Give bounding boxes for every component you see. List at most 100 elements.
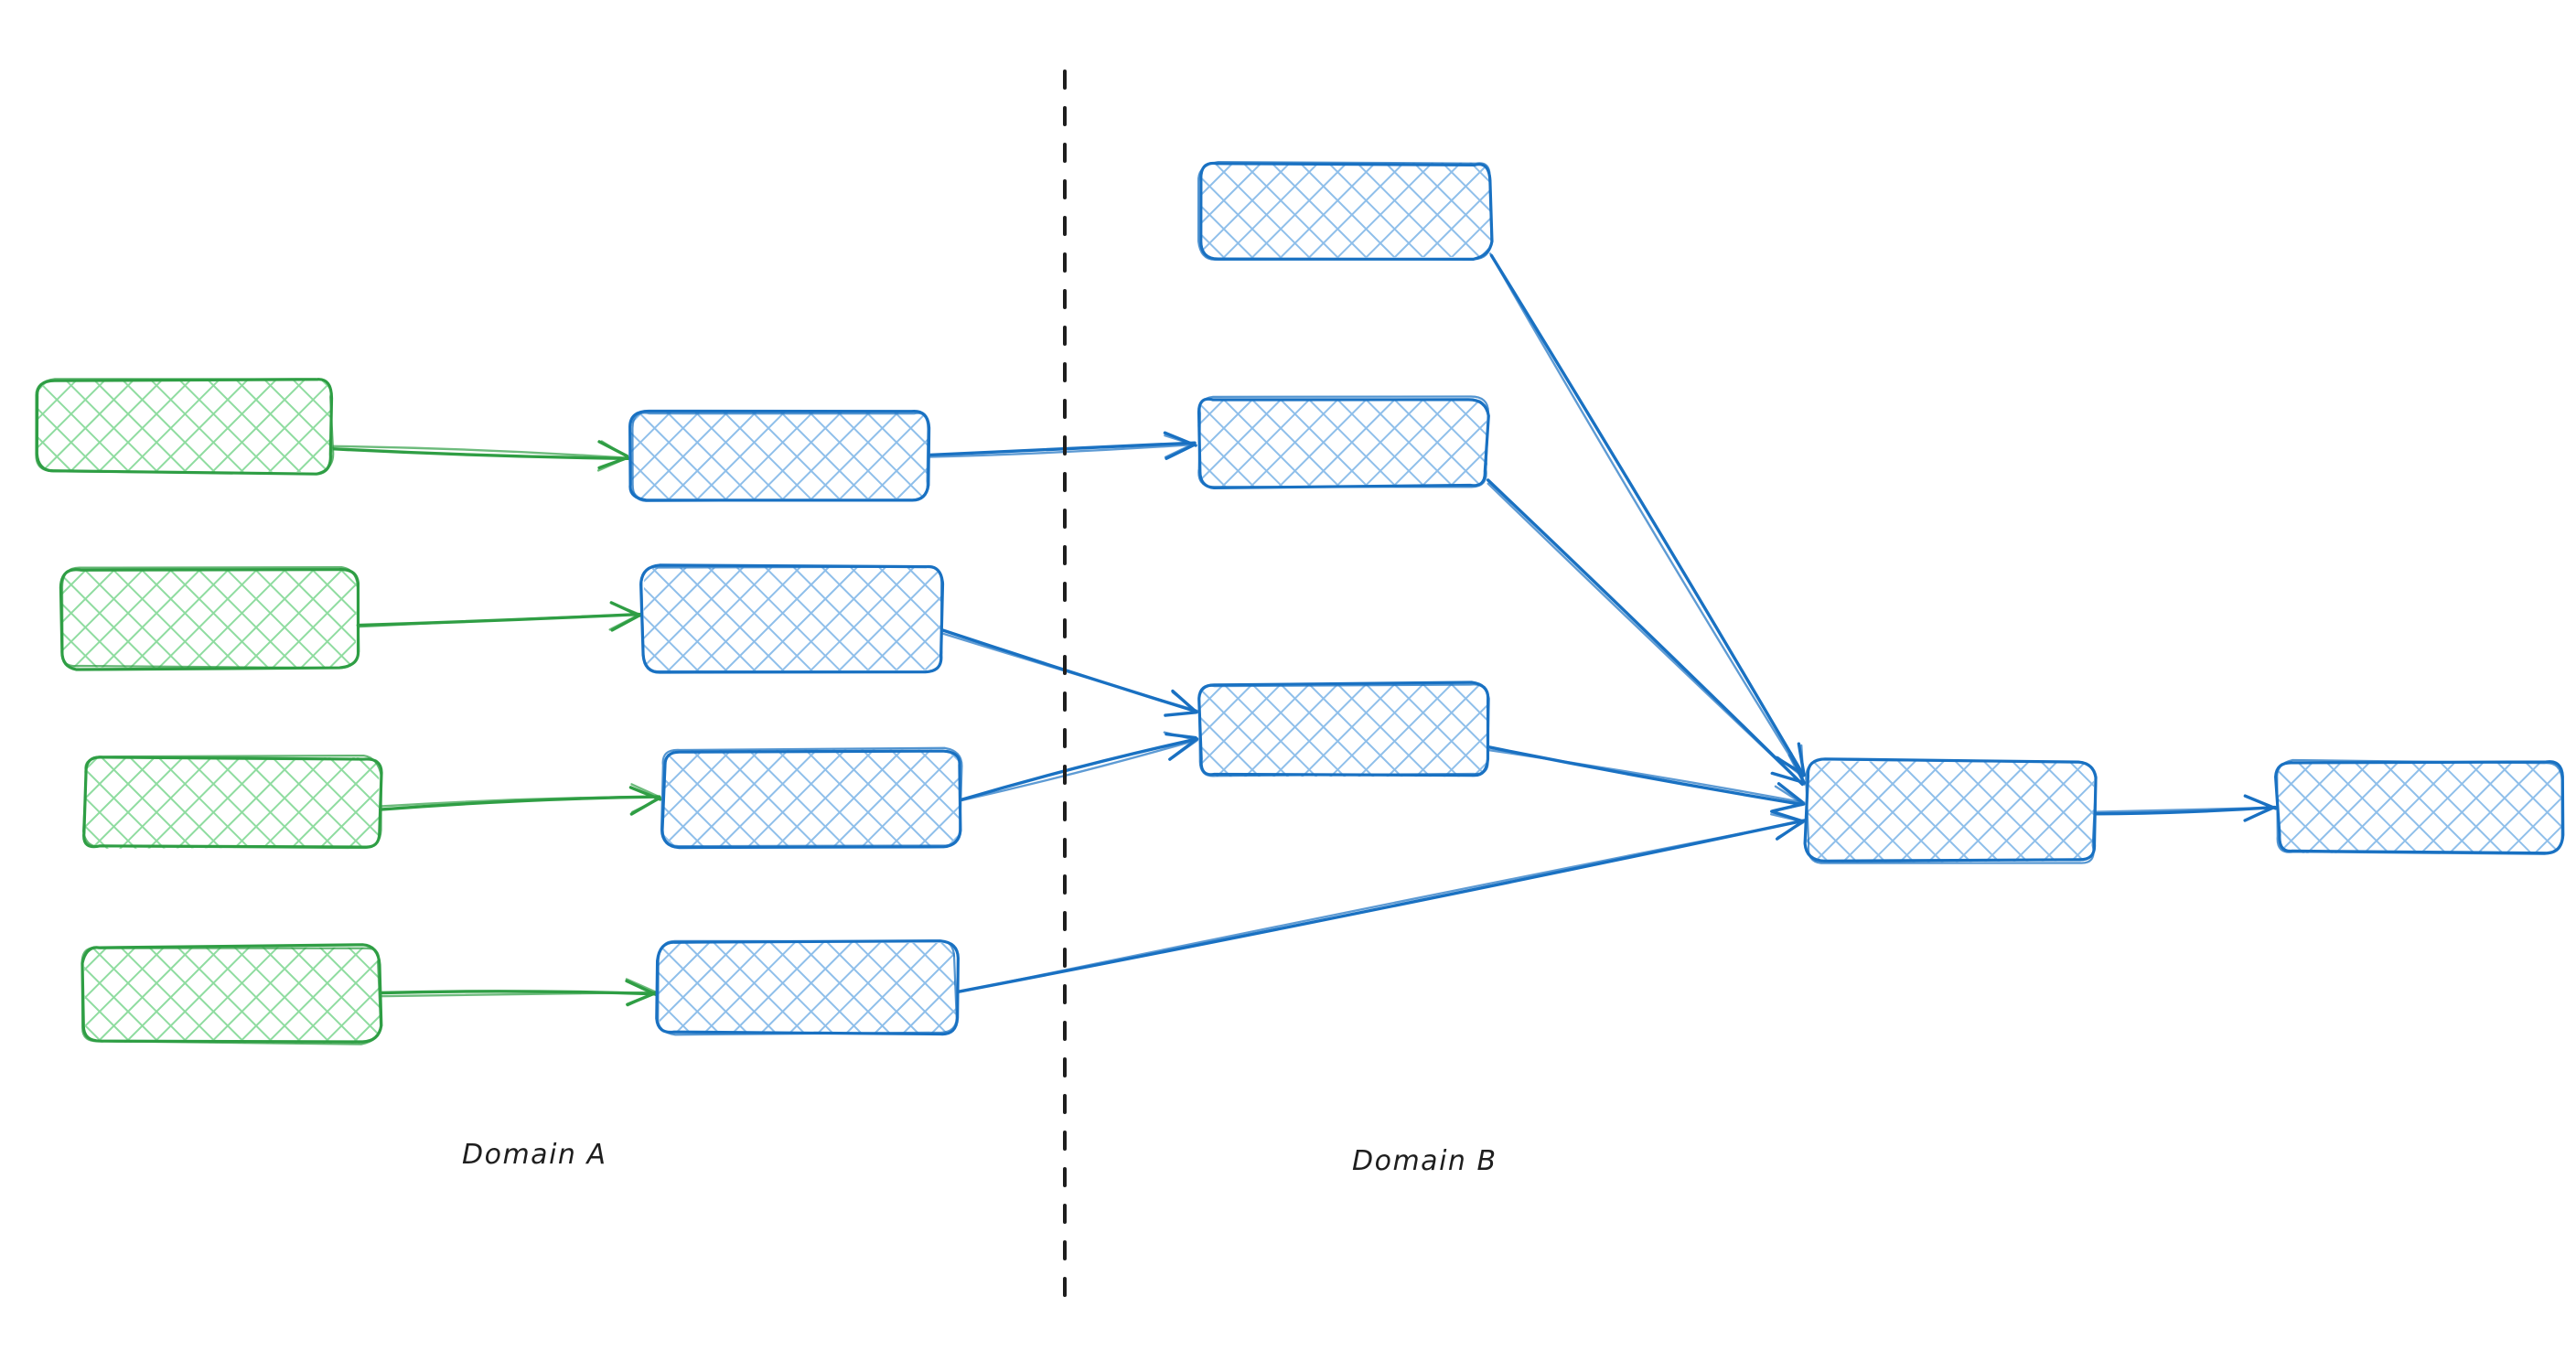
edge-arrowhead xyxy=(628,786,662,801)
node-outline xyxy=(660,746,963,848)
edge-arrowhead xyxy=(1773,803,1806,812)
edge-arrow xyxy=(377,978,658,1007)
edge-arrowhead xyxy=(625,979,658,996)
edge-arrow xyxy=(927,431,1197,460)
node-b3[interactable] xyxy=(1197,681,1490,777)
edge-line xyxy=(1485,745,1804,807)
edge-line xyxy=(1489,253,1806,777)
node-a4[interactable] xyxy=(80,943,383,1045)
node-outline xyxy=(660,749,962,850)
edge-arrowhead xyxy=(596,456,628,472)
node-outline xyxy=(80,946,382,1045)
node-layer xyxy=(35,160,2565,1045)
edge-arrowhead xyxy=(1800,744,1805,778)
edge-arrow xyxy=(356,601,642,632)
edge-arrowhead xyxy=(1172,739,1198,759)
edge-arrowhead xyxy=(1171,691,1197,713)
node-outline xyxy=(1805,758,2098,864)
edge-arrow xyxy=(1489,252,1806,778)
edge-line xyxy=(928,441,1197,457)
domain-b-label: Domain B xyxy=(1352,1145,1497,1177)
edge-line xyxy=(332,445,629,459)
node-outline xyxy=(1197,395,1490,488)
edge-arrow xyxy=(378,783,662,816)
node-a1[interactable] xyxy=(35,378,335,476)
edge-line xyxy=(960,739,1197,802)
node-fill xyxy=(643,566,943,671)
node-fill xyxy=(84,757,380,849)
edge-line xyxy=(1489,252,1803,777)
node-fill xyxy=(2278,762,2562,853)
edge-line xyxy=(939,631,1198,713)
node-outline xyxy=(60,565,360,670)
node-outline xyxy=(81,754,382,850)
edge-arrowhead xyxy=(627,991,656,1007)
node-fill xyxy=(61,569,358,669)
node-fill xyxy=(662,749,961,847)
edge-arrow xyxy=(957,731,1199,802)
edge-arrowhead xyxy=(610,602,642,616)
node-fill xyxy=(630,411,930,499)
node-big[interactable] xyxy=(1803,757,2098,864)
edge-arrowhead xyxy=(625,978,658,993)
node-m2[interactable] xyxy=(639,563,945,674)
edge-layer xyxy=(331,252,2278,1007)
node-outline xyxy=(631,412,929,502)
node-fill xyxy=(37,380,333,472)
edge-line xyxy=(1487,482,1804,786)
edge-arrowhead xyxy=(1770,772,1806,784)
node-outline xyxy=(35,378,335,476)
edge-arrowhead xyxy=(631,798,660,813)
edge-arrowhead xyxy=(1163,731,1197,742)
node-outline xyxy=(1197,160,1493,261)
edge-arrow xyxy=(956,809,1807,994)
edge-line xyxy=(377,991,658,998)
edge-line xyxy=(956,820,1806,994)
edge-arrowhead xyxy=(1164,434,1197,446)
edge-line xyxy=(357,613,640,628)
edge-arrowhead xyxy=(608,614,639,631)
edge-arrow xyxy=(939,628,1199,717)
domain-a-label: Domain A xyxy=(462,1139,607,1171)
node-fill xyxy=(1806,761,2095,863)
edge-arrowhead xyxy=(1787,754,1806,786)
node-fill xyxy=(1200,162,1492,259)
node-fill xyxy=(1199,682,1488,777)
node-outline xyxy=(2276,758,2563,855)
edge-line xyxy=(380,795,660,808)
node-m4[interactable] xyxy=(655,939,960,1036)
edge-line xyxy=(331,447,630,461)
edge-arrowhead xyxy=(1776,821,1805,839)
node-outline xyxy=(657,939,958,1036)
node-far[interactable] xyxy=(2274,758,2565,855)
edge-arrowhead xyxy=(1776,782,1804,804)
edge-arrow xyxy=(2091,794,2278,822)
node-b2[interactable] xyxy=(1197,395,1490,490)
edge-arrowhead xyxy=(1164,442,1197,458)
edge-arrowhead xyxy=(630,783,662,799)
edge-arrowhead xyxy=(1770,813,1805,823)
edge-line xyxy=(956,819,1806,993)
node-outline xyxy=(1197,683,1490,777)
node-b1[interactable] xyxy=(1197,160,1494,261)
node-fill xyxy=(1197,398,1488,488)
edge-arrowhead xyxy=(2246,795,2275,809)
node-fill xyxy=(84,947,381,1044)
edge-arrowhead xyxy=(2243,806,2277,821)
edge-arrowhead xyxy=(600,440,628,458)
node-fill xyxy=(658,941,956,1034)
node-a2[interactable] xyxy=(59,565,360,671)
node-a3[interactable] xyxy=(81,754,383,850)
edge-line xyxy=(1487,748,1806,804)
node-outline xyxy=(640,565,943,673)
edge-arrow xyxy=(1486,478,1806,787)
edge-line xyxy=(927,443,1197,458)
node-m1[interactable] xyxy=(628,409,931,502)
node-m3[interactable] xyxy=(660,746,963,850)
edge-arrow xyxy=(331,440,630,472)
edge-line xyxy=(957,737,1199,802)
edge-arrow xyxy=(1485,745,1806,813)
edge-arrowhead xyxy=(1164,711,1199,717)
